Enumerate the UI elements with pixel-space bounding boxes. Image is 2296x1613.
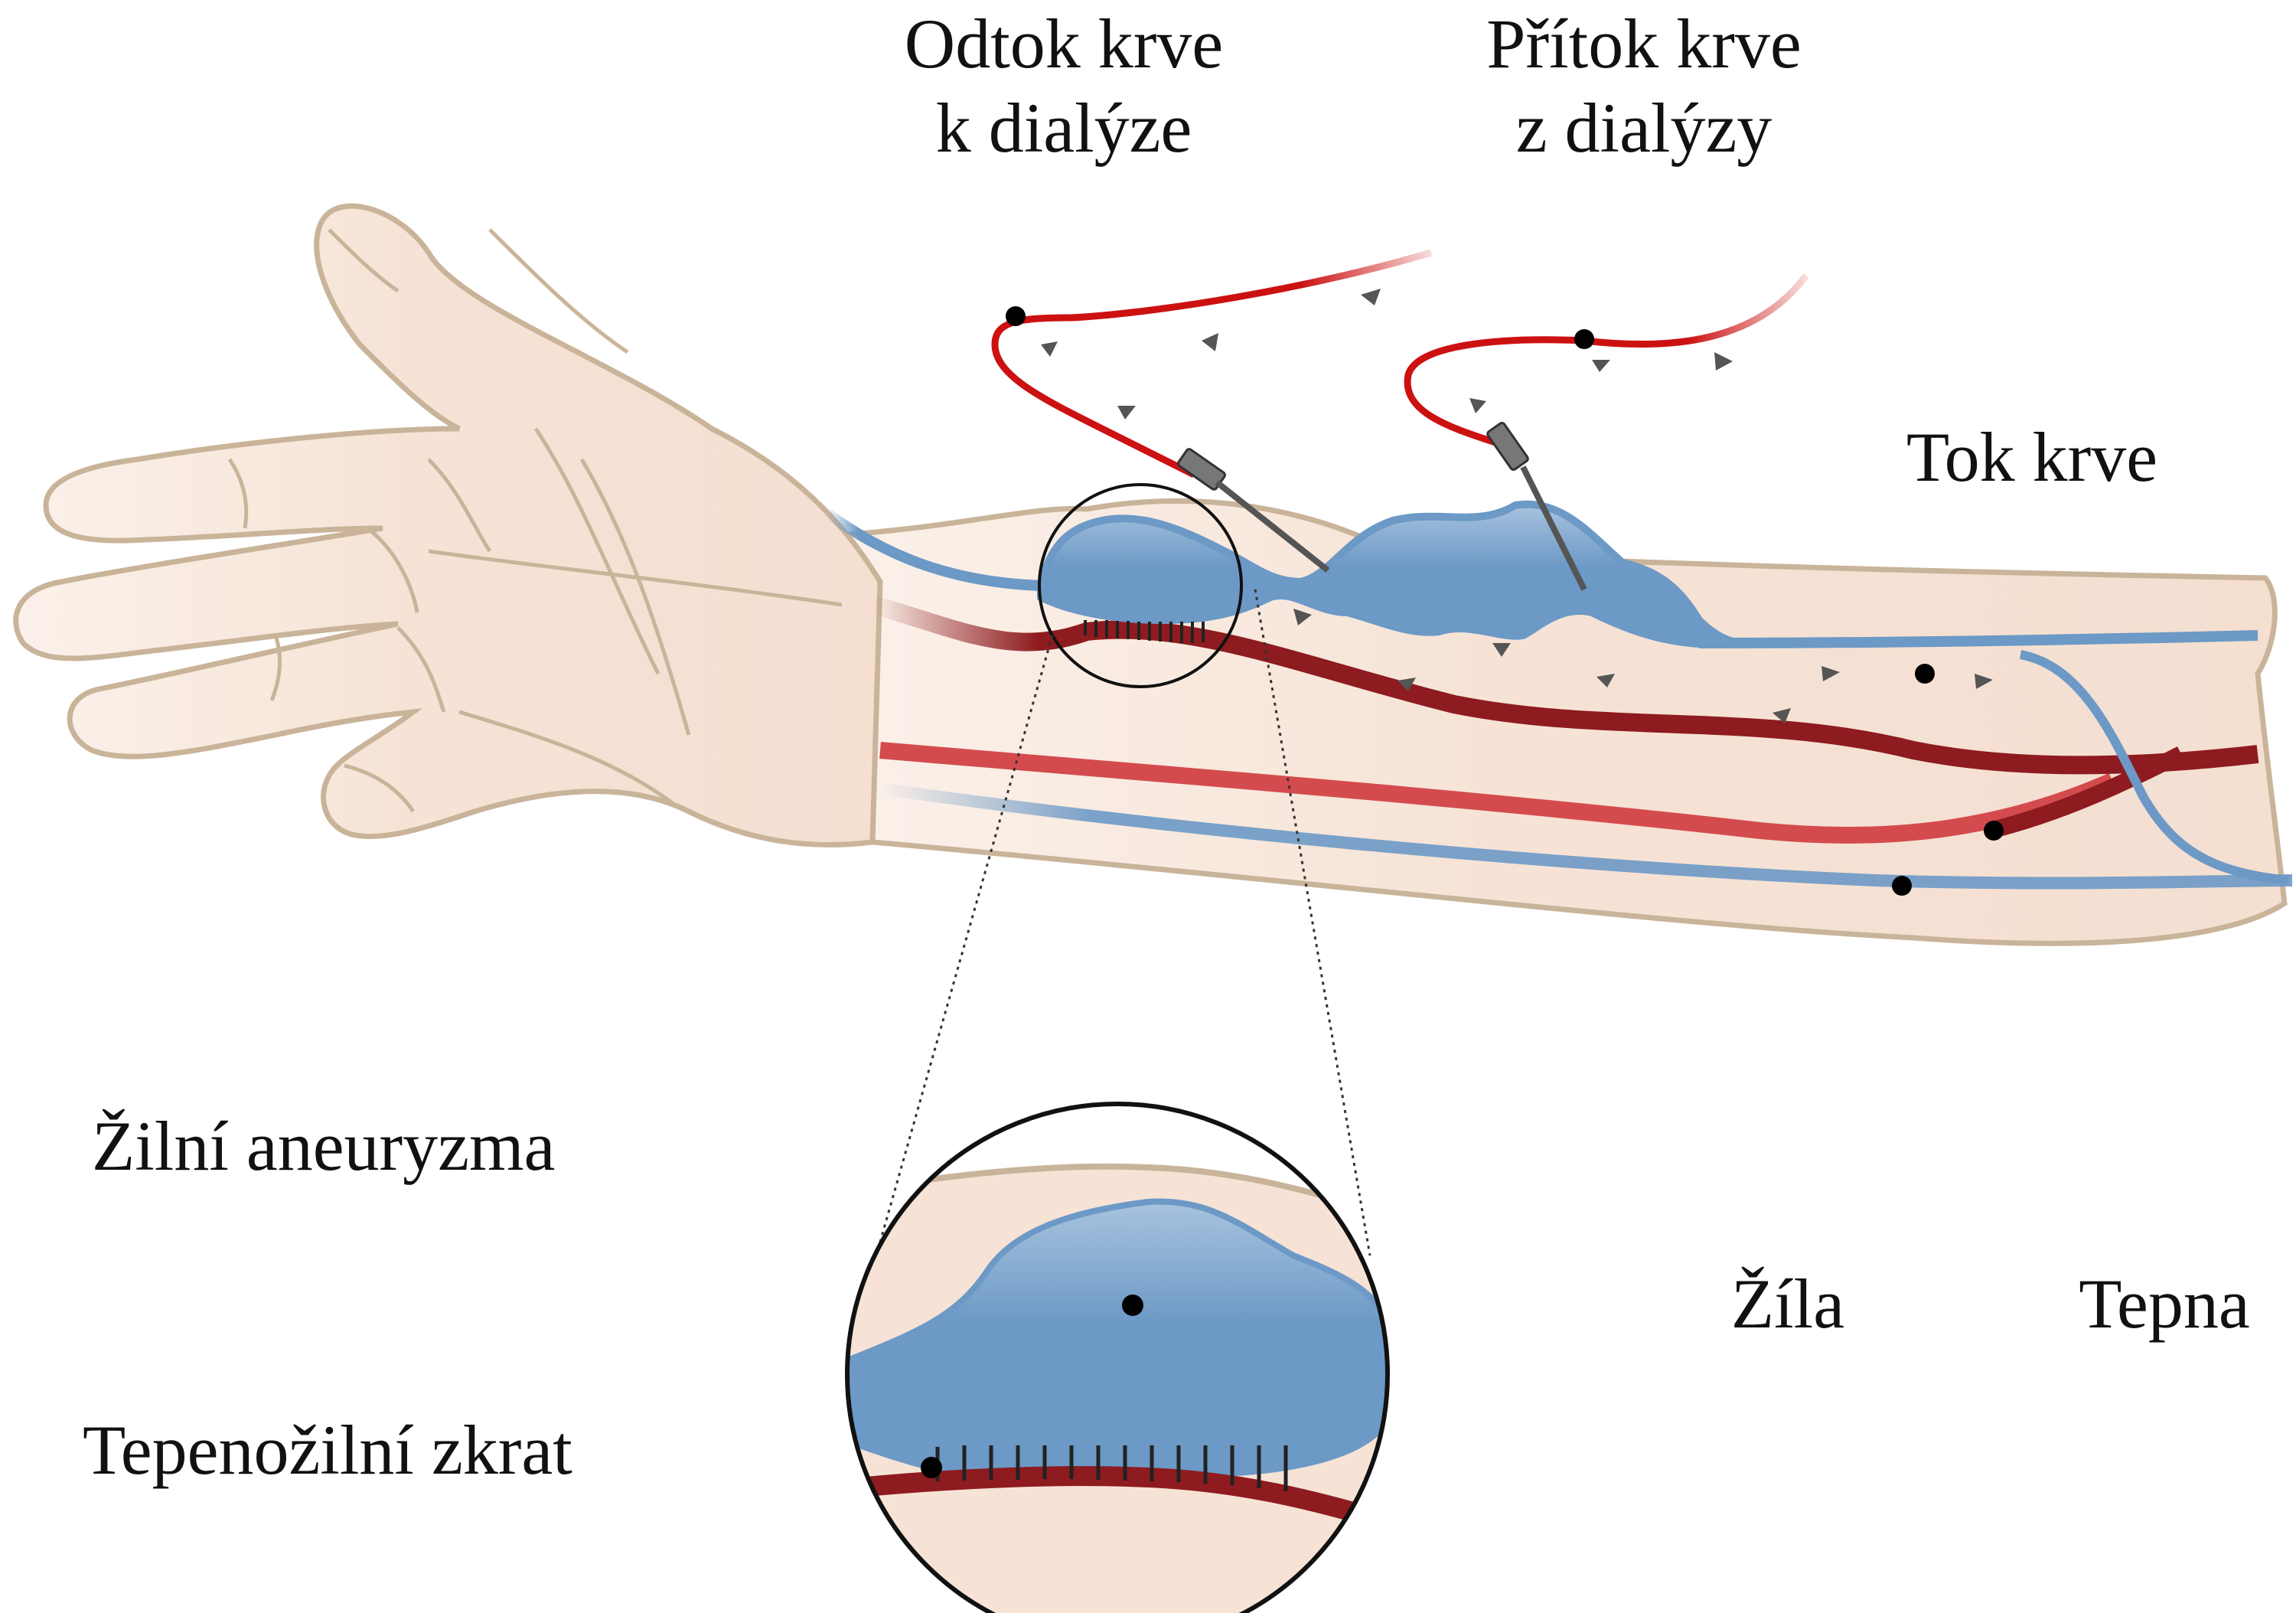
blood-flow-dot — [1915, 664, 1935, 684]
label-inflow-line2: z dialýzy — [1516, 89, 1773, 167]
vein-dot — [1892, 876, 1912, 896]
inflow-needle — [1486, 422, 1587, 591]
outflow-dot — [1006, 306, 1026, 326]
hand-creases — [227, 228, 843, 813]
label-artery: Tepna — [2079, 1265, 2249, 1343]
dialysis-lines — [991, 249, 1993, 723]
label-outflow-line2: k dialýze — [936, 89, 1192, 167]
label-inflow-line1: Přítok krve — [1486, 5, 1801, 83]
zoom-aneurysm — [847, 1198, 1388, 1477]
inflow-tube — [1404, 273, 1809, 448]
artery-branch — [1988, 746, 2185, 839]
venous-aneurysm-body — [1037, 500, 1746, 648]
vein-lower — [879, 782, 2293, 890]
zoom-circle — [845, 1102, 1390, 1613]
aneurysm-dot — [1122, 1295, 1143, 1316]
inflow-dot — [1574, 329, 1594, 349]
labels: Odtok krve k dialýze Přítok krve z dialý… — [83, 5, 2250, 1489]
label-vein: Žíla — [1731, 1265, 1844, 1343]
vessels — [823, 500, 2293, 890]
artery-lower — [879, 742, 2116, 844]
vein-upper — [1698, 630, 2258, 648]
label-blood-flow: Tok krve — [1906, 418, 2157, 496]
artery-dot — [1984, 821, 2004, 841]
fistula-stitches — [1084, 620, 1205, 643]
zoom-indicator — [875, 483, 1371, 1256]
artery-upper — [869, 596, 2259, 775]
leader-dots — [921, 306, 2004, 1478]
vein-hand — [823, 508, 1042, 591]
label-av-fistula: Tepenožilní zkrat — [83, 1411, 572, 1489]
zoom-source-circle — [1038, 483, 1243, 688]
flow-arrows — [1041, 289, 1993, 723]
zoom-stitches — [935, 1445, 1288, 1491]
hand — [13, 203, 883, 848]
label-venous-aneurysm: Žilní aneuryzma — [92, 1107, 555, 1185]
zoom-detail — [845, 1102, 1390, 1613]
label-outflow-line1: Odtok krve — [905, 5, 1223, 83]
outflow-needle — [1177, 448, 1330, 573]
fistula-dot — [921, 1457, 942, 1478]
vein-branch — [2019, 650, 2289, 885]
zoom-artery — [847, 1466, 1388, 1533]
outflow-tube — [991, 249, 1433, 478]
